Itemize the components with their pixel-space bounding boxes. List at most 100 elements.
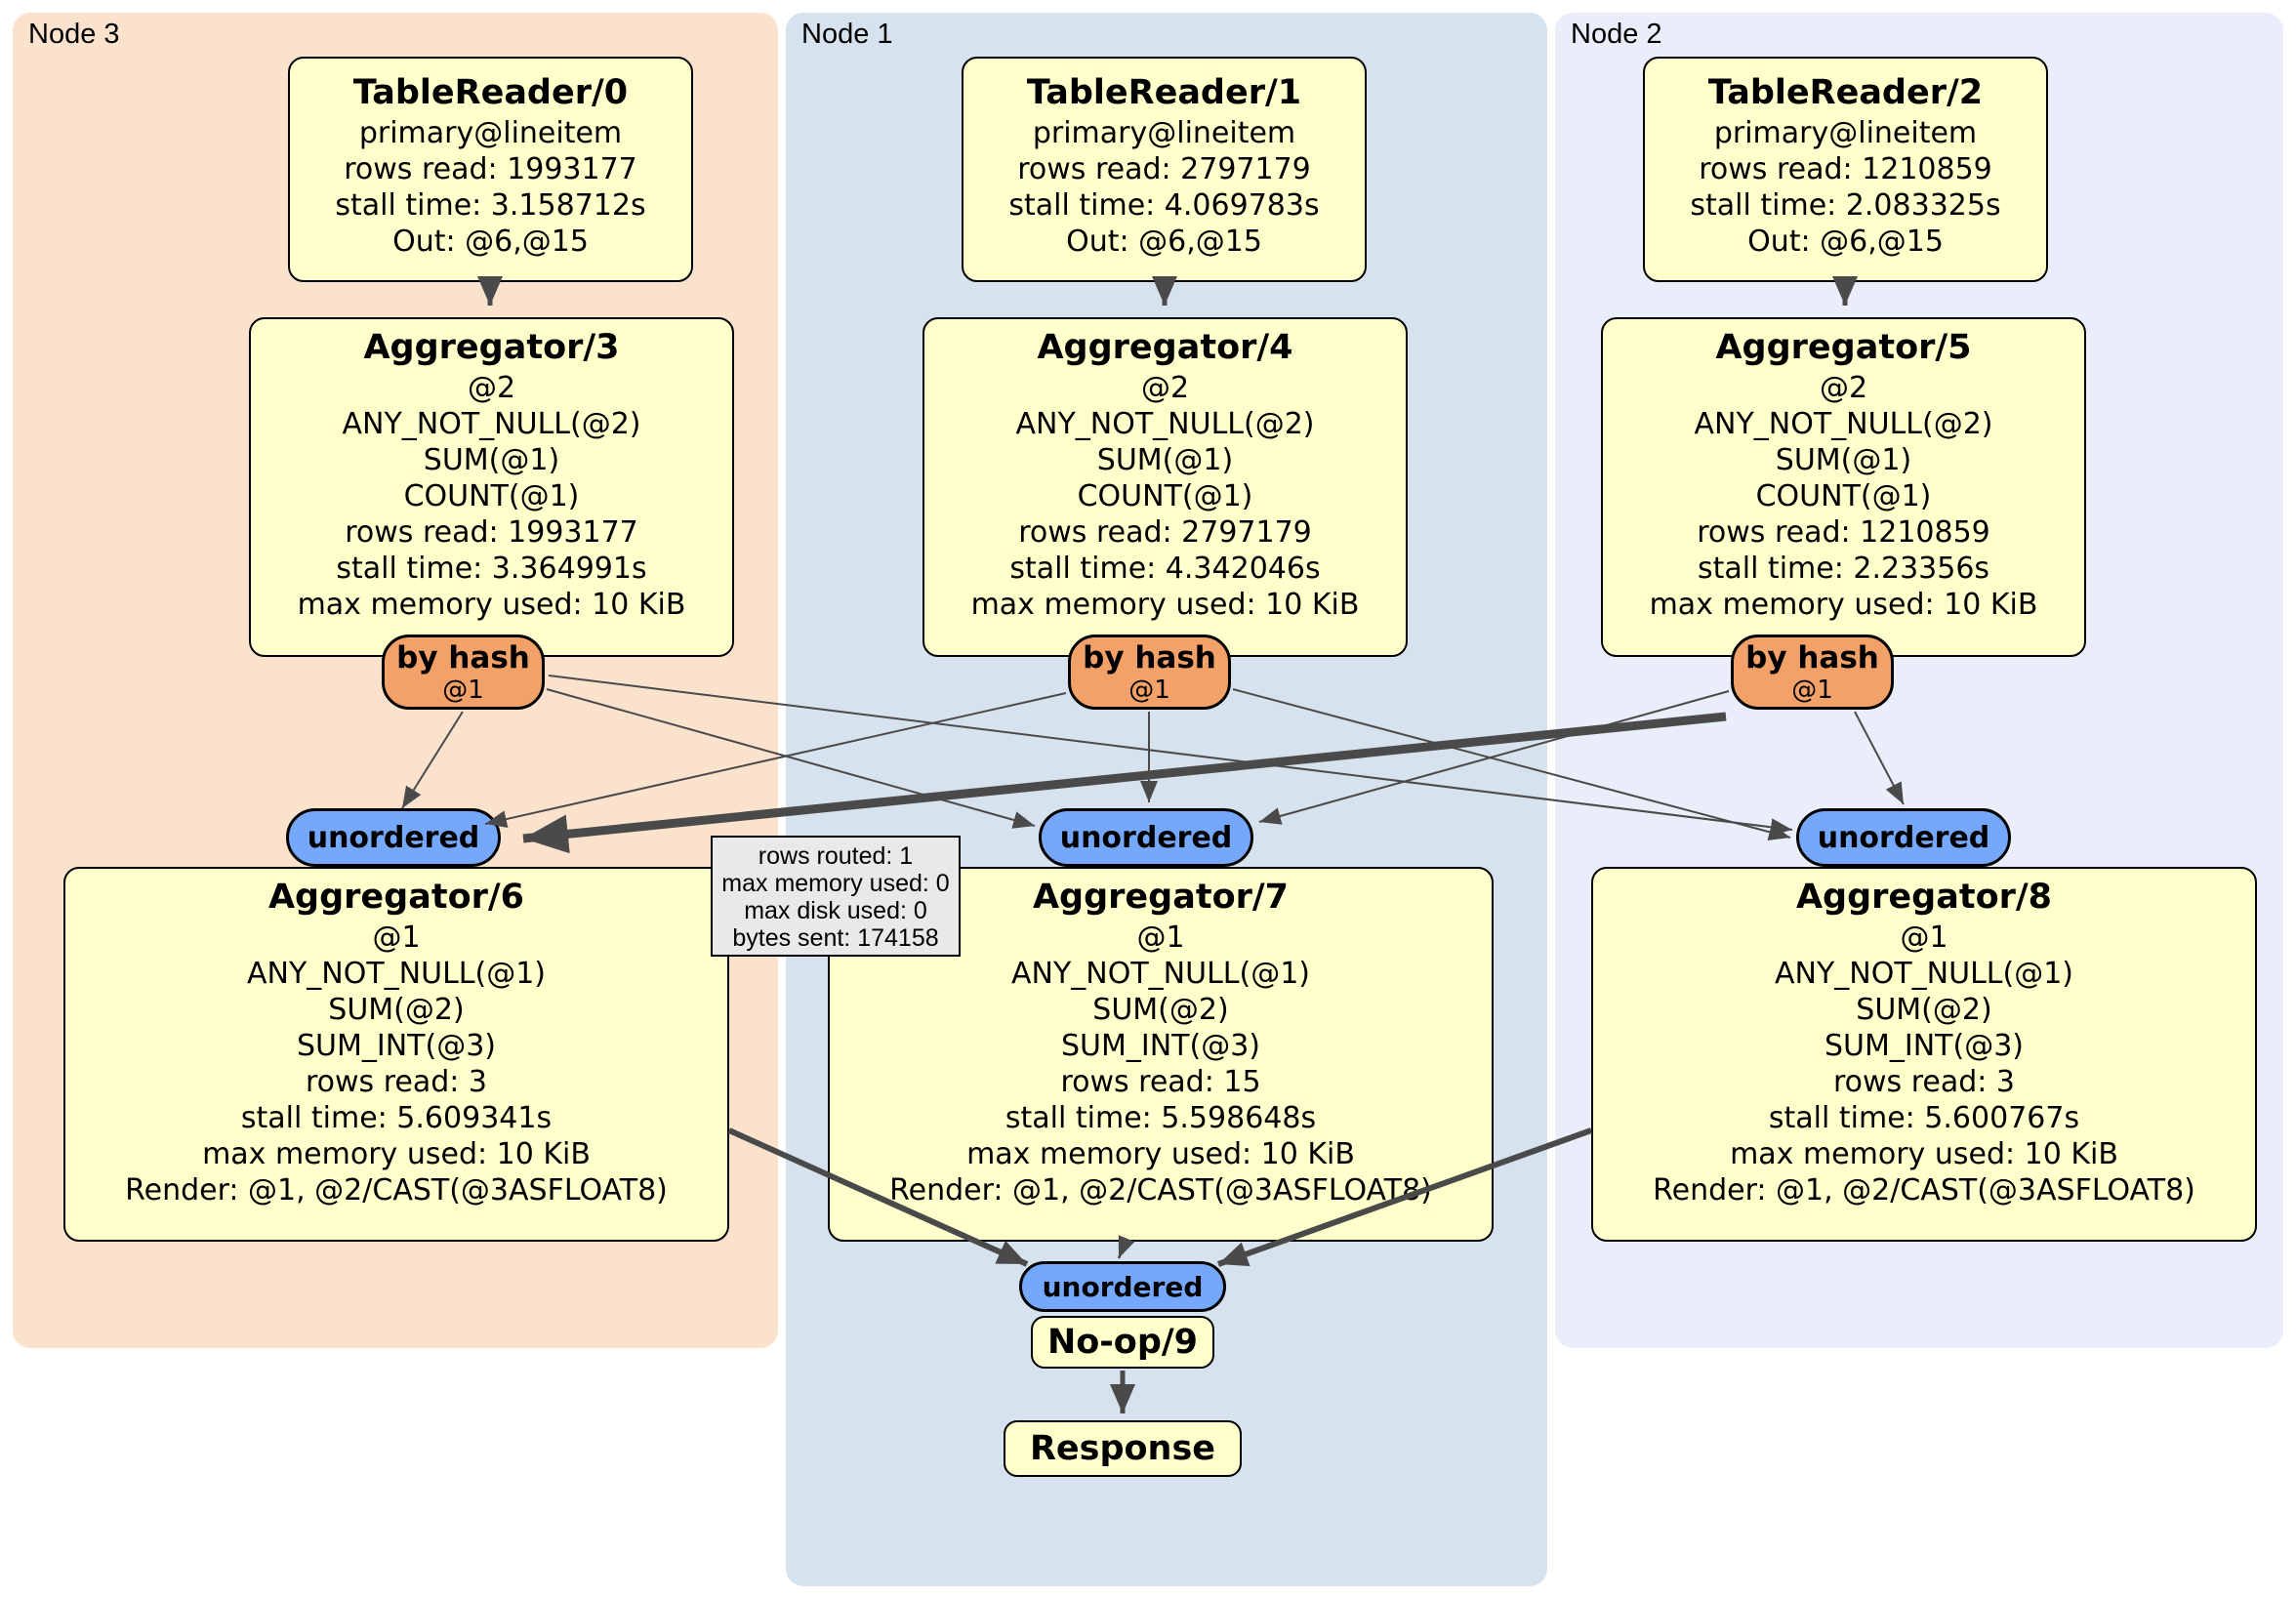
detail-line: stall time: 4.342046s [1009, 552, 1321, 586]
processor-title: Aggregator/3 [363, 328, 620, 367]
detail-line: ANY_NOT_NULL(@2) [1015, 407, 1315, 441]
detail-line: Out: @6,@15 [1066, 225, 1262, 259]
unordered-sync-node1: unordered [1039, 808, 1253, 867]
detail-line: @2 [1140, 371, 1190, 405]
detail-line: SUM(@2) [1092, 993, 1229, 1027]
detail-line: rows read: 1210859 [1699, 152, 1992, 186]
processor-title: Aggregator/7 [1032, 878, 1290, 917]
detail-line: ANY_NOT_NULL(@2) [342, 407, 641, 441]
detail-line: stall time: 2.083325s [1690, 188, 2001, 223]
detail-line: ANY_NOT_NULL(@2) [1694, 407, 1993, 441]
detail-line: primary@lineitem [1032, 116, 1296, 150]
detail-line: max memory used: 10 KiB [966, 1137, 1355, 1171]
detail-line: rows read: 3 [1832, 1065, 2016, 1099]
detail-line: stall time: 3.158712s [335, 188, 646, 223]
detail-line: rows read: 1993177 [345, 515, 638, 550]
detail-line: max memory used: 10 KiB [970, 588, 1360, 622]
detail-line: ANY_NOT_NULL(@1) [1775, 957, 2073, 991]
detail-line: max memory used: 10 KiB [297, 588, 686, 622]
processor-noop-9: No-op/9 [1031, 1316, 1214, 1369]
detail-line: Render: @1, @2/CAST(@3ASFLOAT8) [889, 1173, 1432, 1208]
processor-title: Aggregator/4 [1037, 328, 1293, 367]
detail-line: rows read: 1210859 [1697, 515, 1990, 550]
detail-line: stall time: 4.069783s [1008, 188, 1320, 223]
detail-line: Render: @1, @2/CAST(@3ASFLOAT8) [125, 1173, 668, 1208]
detail-line: SUM_INT(@3) [297, 1029, 496, 1063]
router-stream: @1 [1128, 676, 1170, 705]
router-stream: @1 [442, 676, 484, 705]
detail-line: primary@lineitem [1713, 116, 1978, 150]
detail-line: rows read: 2797179 [1018, 515, 1312, 550]
detail-line: max memory used: 0 [721, 870, 950, 897]
detail-line: max disk used: 0 [744, 897, 927, 924]
detail-line: stall time: 5.609341s [240, 1101, 553, 1135]
unordered-sync-node3: unordered [286, 808, 501, 867]
detail-line: @1 [1900, 921, 1948, 955]
detail-line: COUNT(@1) [403, 479, 580, 513]
detail-line: @2 [1819, 371, 1868, 405]
detail-line: SUM(@1) [1096, 443, 1234, 477]
unordered-sync-final: unordered [1019, 1261, 1226, 1312]
detail-line: ANY_NOT_NULL(@1) [247, 957, 546, 991]
processor-title: TableReader/0 [352, 73, 629, 112]
hash-router-node3: by hash @1 [382, 635, 545, 710]
processor-title: TableReader/2 [1707, 73, 1984, 112]
hash-router-node2: by hash @1 [1731, 635, 1894, 710]
detail-line: @2 [467, 371, 516, 405]
detail-line: rows read: 1993177 [344, 152, 637, 186]
router-label: by hash [396, 640, 530, 676]
node1-region-label: Node 1 [801, 19, 893, 50]
detail-line: ANY_NOT_NULL(@1) [1011, 957, 1310, 991]
detail-line: COUNT(@1) [1077, 479, 1253, 513]
detail-line: rows read: 2797179 [1017, 152, 1311, 186]
unordered-sync-node2: unordered [1796, 808, 2011, 867]
detail-line: @1 [1136, 921, 1185, 955]
detail-line: SUM_INT(@3) [1061, 1029, 1260, 1063]
detail-line: rows read: 15 [1060, 1065, 1261, 1099]
processor-title: Aggregator/5 [1715, 328, 1972, 367]
detail-line: stall time: 3.364991s [336, 552, 647, 586]
node2-region-label: Node 2 [1571, 19, 1662, 50]
detail-line: Out: @6,@15 [1747, 225, 1944, 259]
detail-line: rows routed: 1 [758, 842, 914, 870]
detail-line: COUNT(@1) [1755, 479, 1932, 513]
detail-line: bytes sent: 174158 [732, 924, 939, 952]
detail-line: stall time: 5.600767s [1768, 1101, 2080, 1135]
detail-line: max memory used: 10 KiB [202, 1137, 591, 1171]
node3-region-label: Node 3 [28, 19, 120, 50]
detail-line: SUM(@1) [423, 443, 560, 477]
processor-title: Aggregator/6 [267, 878, 525, 917]
detail-line: stall time: 2.23356s [1697, 552, 1990, 586]
response-box: Response [1004, 1420, 1242, 1477]
detail-line: Render: @1, @2/CAST(@3ASFLOAT8) [1653, 1173, 2195, 1208]
detail-line: rows read: 3 [305, 1065, 488, 1099]
detail-line: stall time: 5.598648s [1004, 1101, 1317, 1135]
detail-line: max memory used: 10 KiB [1649, 588, 2038, 622]
detail-line: SUM(@1) [1775, 443, 1912, 477]
router-label: by hash [1083, 640, 1216, 676]
hash-router-node1: by hash @1 [1068, 635, 1231, 710]
router-label: by hash [1745, 640, 1879, 676]
router-stream: @1 [1791, 676, 1833, 705]
processor-title: Aggregator/8 [1795, 878, 2053, 917]
detail-line: SUM(@2) [1856, 993, 1992, 1027]
processor-title: TableReader/1 [1026, 73, 1302, 112]
detail-line: primary@lineitem [358, 116, 623, 150]
